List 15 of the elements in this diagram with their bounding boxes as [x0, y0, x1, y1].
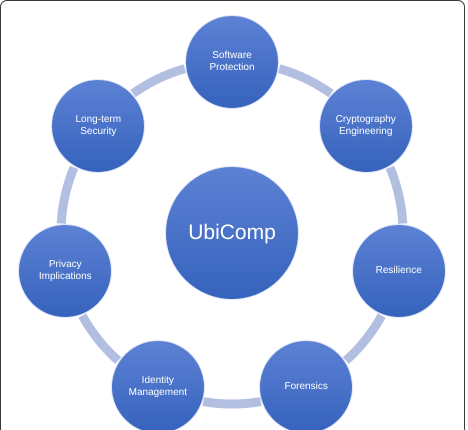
topic-label: Resilience [376, 264, 422, 278]
ring-segment [200, 397, 264, 408]
topic-label: Forensics [284, 380, 328, 394]
topic-label: Identity Management [128, 374, 188, 400]
ring-segment [78, 312, 122, 364]
hub-label: UbiComp [188, 220, 276, 246]
ring-segment [56, 164, 78, 226]
ring-segment [386, 164, 408, 226]
topic-label: Privacy Implications [38, 258, 93, 284]
topic-label: Software Protection [208, 50, 256, 74]
ring-segment [276, 64, 334, 98]
ring-segment [130, 64, 188, 98]
topic-label: Long-term Security [74, 114, 122, 139]
topic-label: Cryptography Engineering [334, 114, 397, 139]
ring-segment [342, 312, 386, 364]
